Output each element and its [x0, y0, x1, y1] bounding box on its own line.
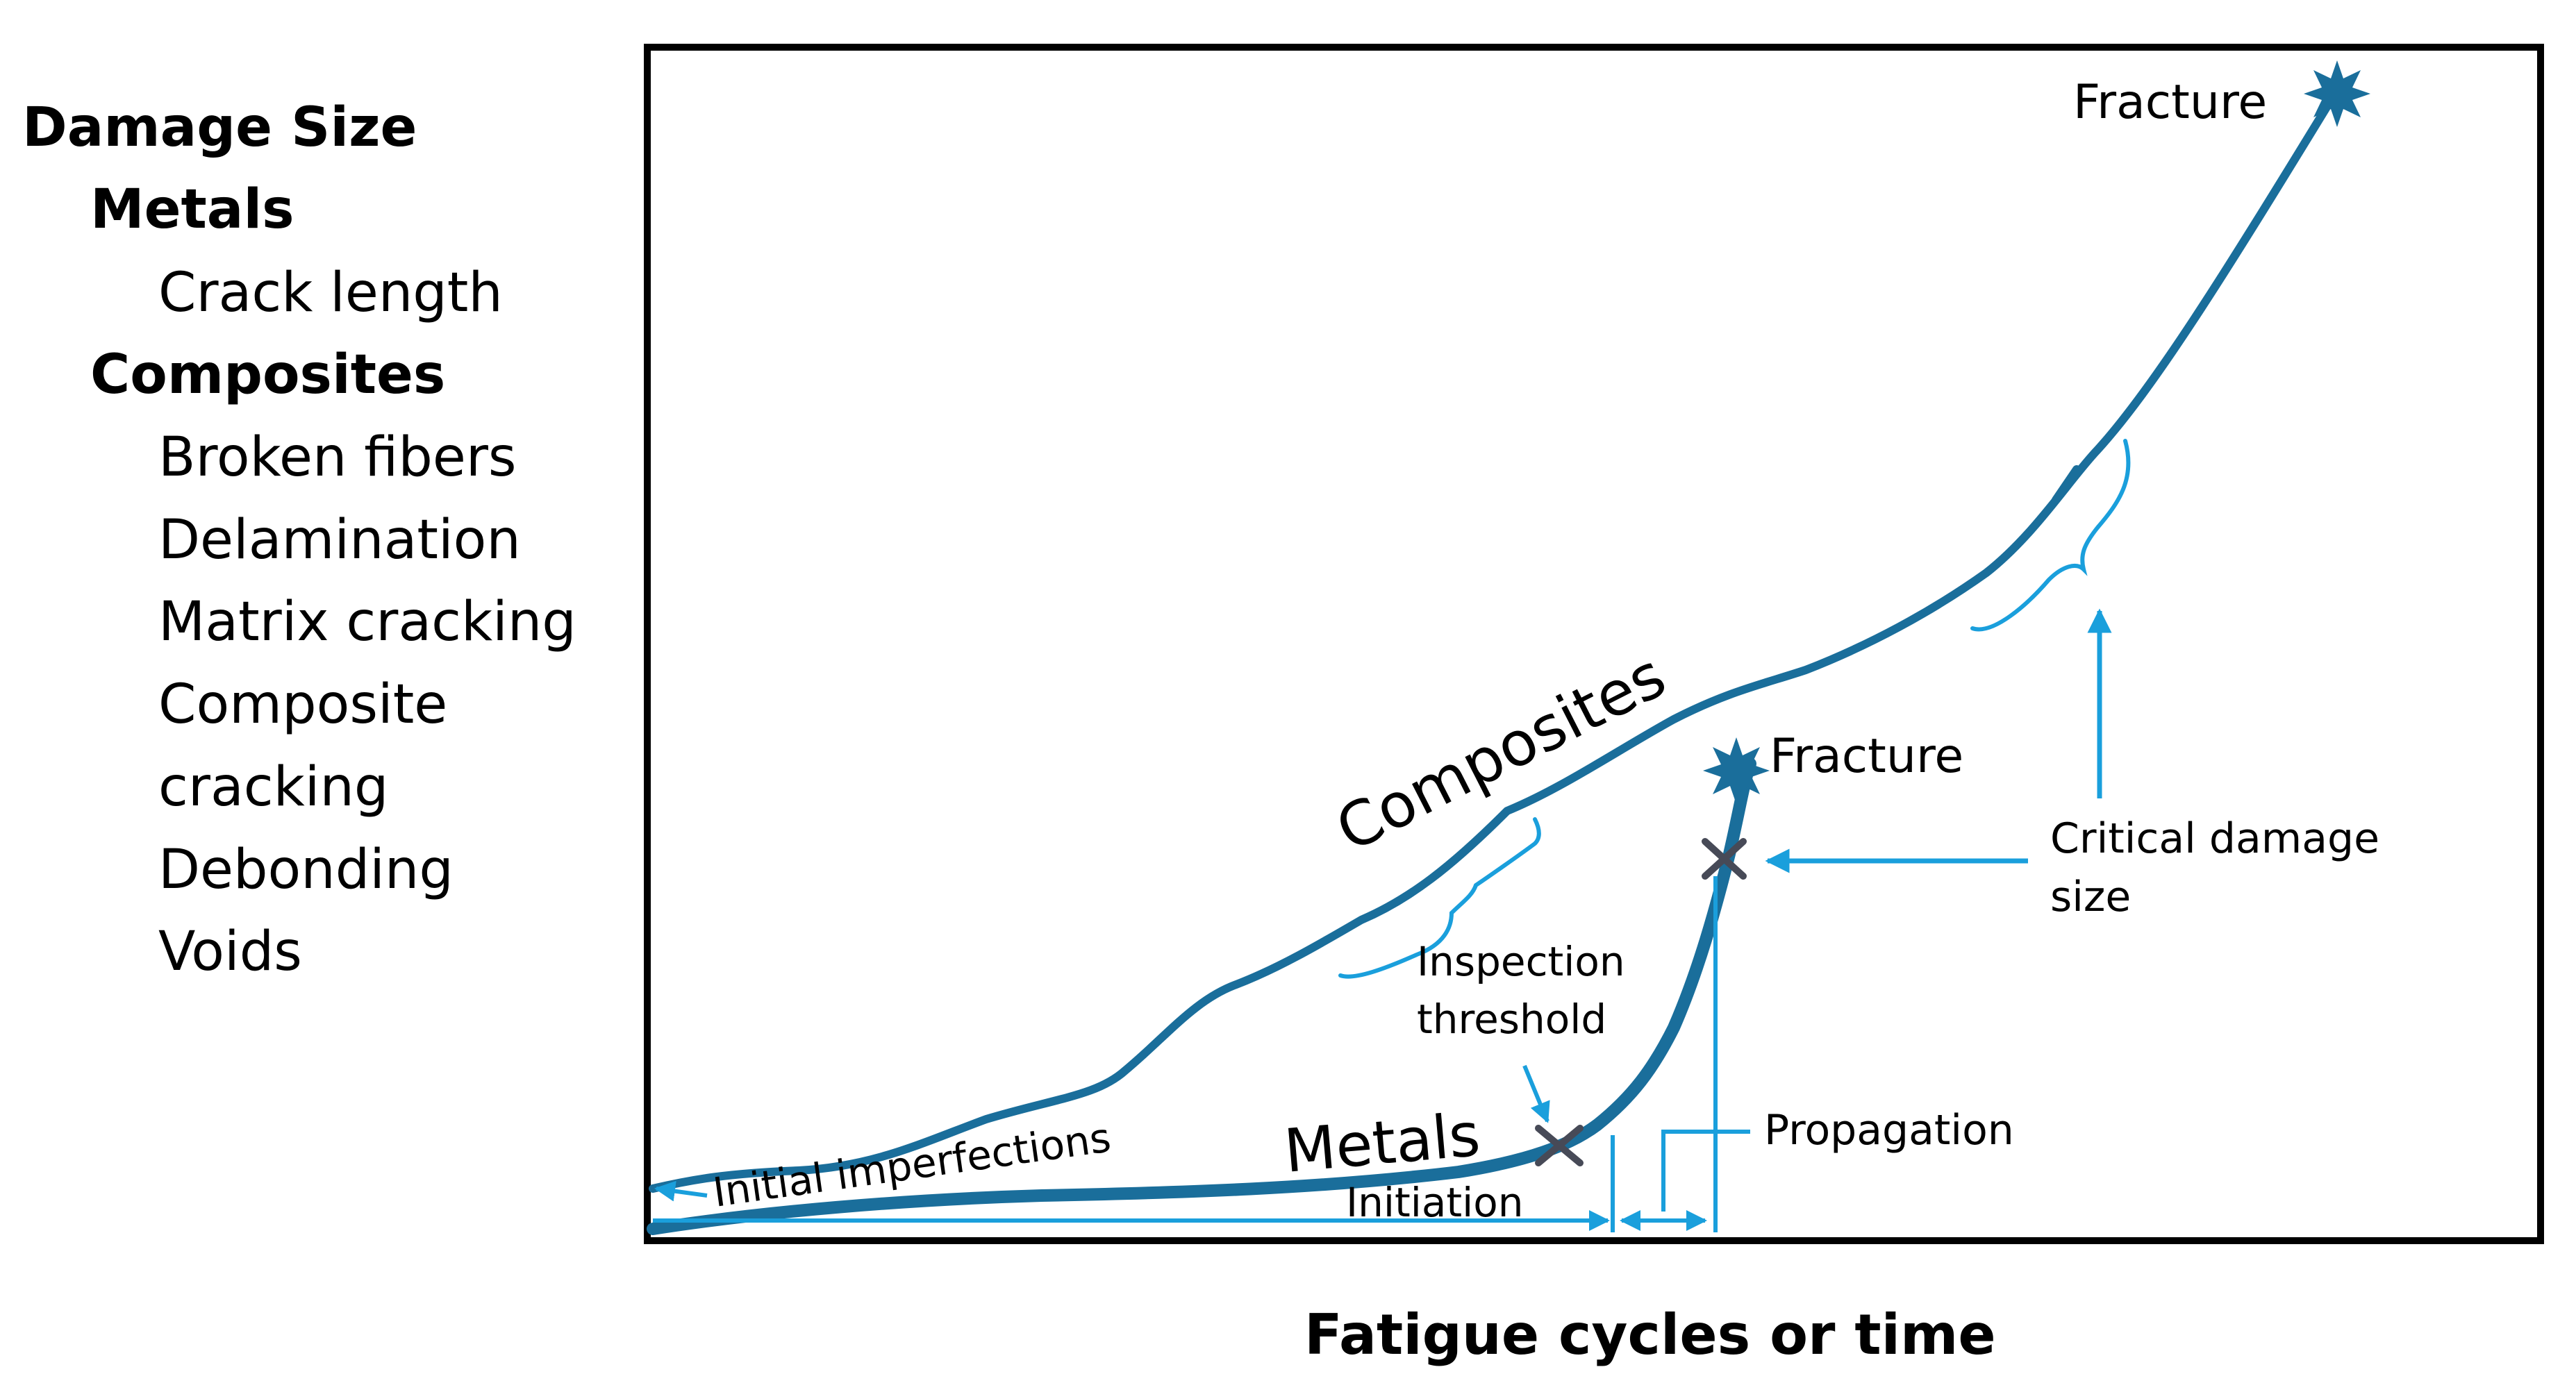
- metals-curve-label: Metals: [1281, 1100, 1483, 1187]
- composites-critical-brace: [1970, 439, 2131, 632]
- composites-item-delamination: Delamination: [158, 509, 521, 571]
- critical-damage-label-line1: Critical damage: [2050, 814, 2379, 863]
- y-axis-legend: Damage Size Metals Crack length Composit…: [22, 97, 576, 983]
- fracture-label-metals: Fracture: [1770, 729, 1963, 784]
- metals-heading: Metals: [90, 178, 294, 241]
- composites-item-matrix-cracking: Matrix cracking: [158, 591, 576, 653]
- critical-damage-x-marker: [1702, 838, 1747, 880]
- critical-damage-label-line2: size: [2050, 873, 2131, 921]
- propagation-label: Propagation: [1764, 1106, 2014, 1155]
- composites-inspection-brace: [1338, 817, 1541, 979]
- plot-frame: [644, 44, 2544, 1244]
- inspection-threshold-label-line1: Inspection: [1417, 938, 1625, 985]
- composites-item-cracking: cracking: [158, 756, 388, 819]
- composites-item-composite: Composite: [158, 673, 447, 736]
- inspection-threshold-x-marker: [1535, 1125, 1584, 1166]
- metals-item-crack-length: Crack length: [158, 262, 503, 324]
- fracture-star-metals: [1703, 737, 1770, 804]
- composites-heading: Composites: [90, 344, 445, 406]
- inspection-threshold-label-line2: threshold: [1417, 996, 1606, 1043]
- x-axis-label: Fatigue cycles or time: [1304, 1302, 1996, 1367]
- initiation-label: Initiation: [1346, 1179, 1523, 1226]
- composites-item-debonding: Debonding: [158, 839, 454, 901]
- inspection-threshold-arrow: [1522, 1064, 1550, 1123]
- y-axis-title: Damage Size: [22, 97, 417, 159]
- fracture-star-composites: [2304, 60, 2370, 127]
- fracture-label-composites: Fracture: [2073, 75, 2267, 130]
- composites-curve-kink: [2052, 465, 2081, 504]
- composites-item-voids: Voids: [158, 921, 302, 983]
- composites-item-broken-fibers: Broken fibers: [158, 426, 517, 489]
- propagation-callout-line: [1661, 1130, 1750, 1212]
- initial-imperfections-arrow: [654, 1180, 708, 1202]
